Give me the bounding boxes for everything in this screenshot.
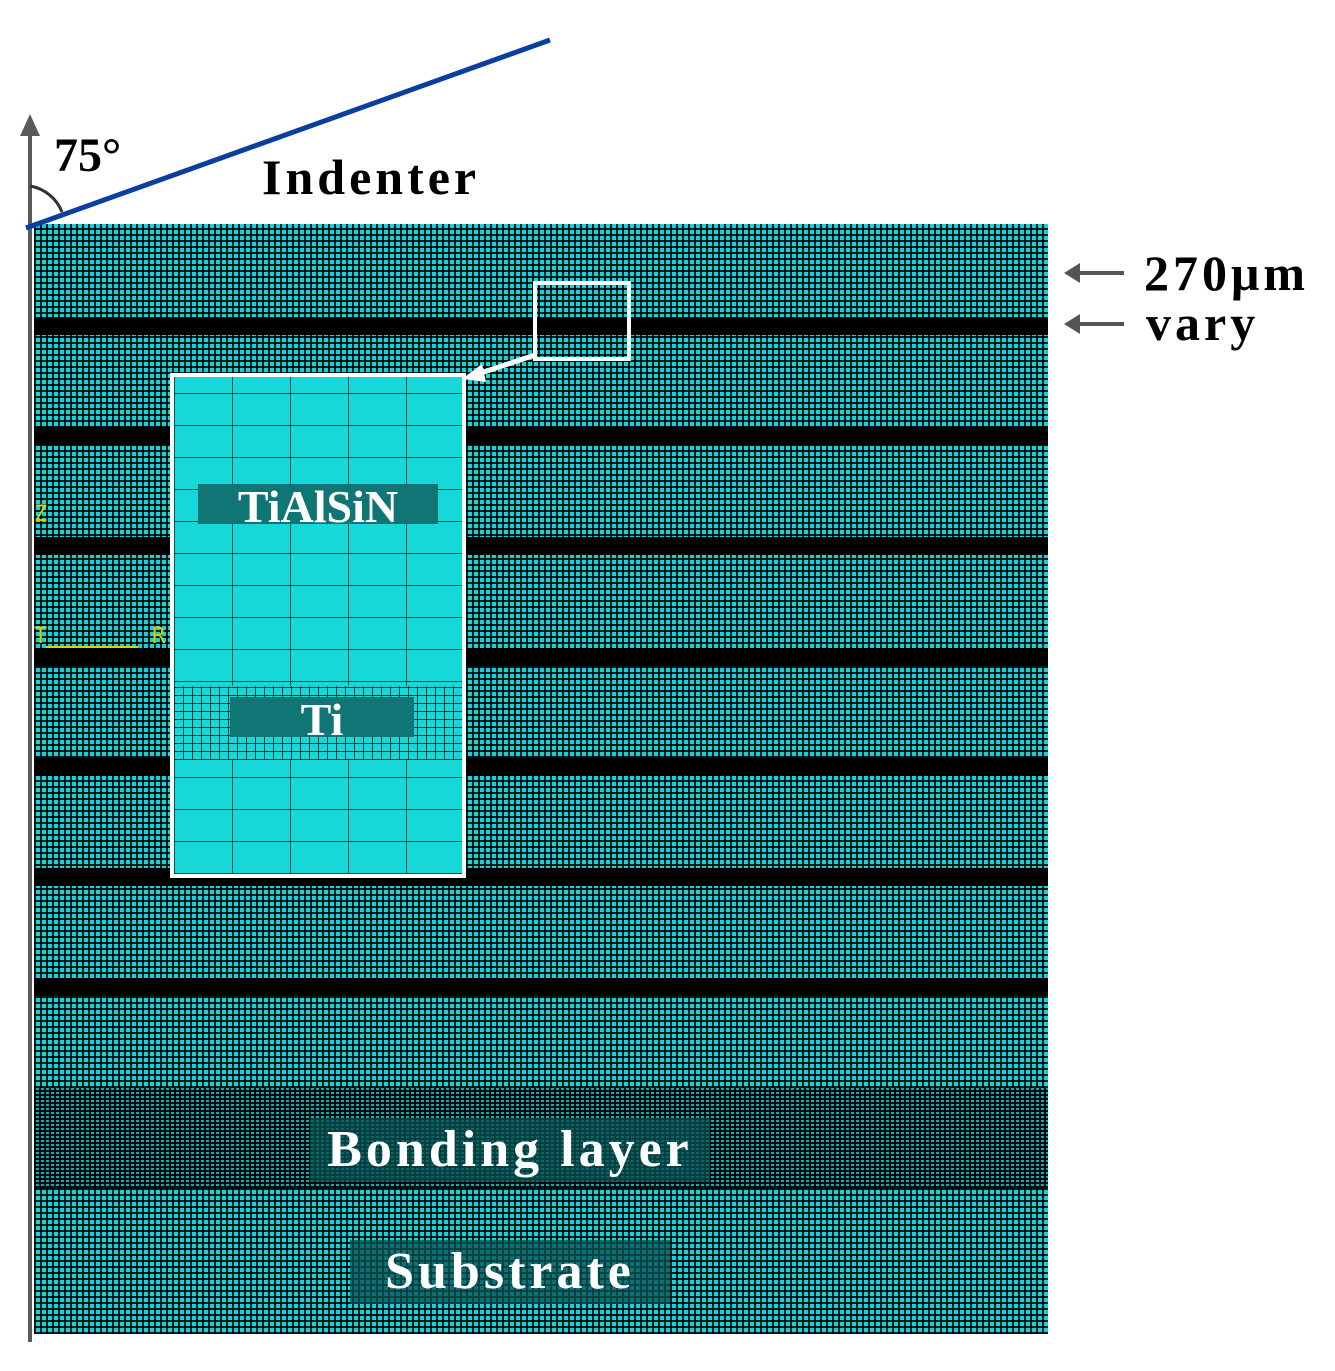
inset-magnified-mesh: TiAlSiN Ti [170,373,466,878]
symmetry-axis [28,130,32,1342]
zoom-arrow-head [462,364,486,382]
bonding-layer-mesh [34,1088,1048,1188]
ti-layer-band-1 [34,317,1048,335]
angle-label: 75° [54,129,122,182]
triad-origin-label: T [34,624,48,649]
arrow-left-icon [1064,263,1124,283]
triad-r-axis [46,646,138,648]
tialsin-layer-label: TiAlSiN [198,484,438,530]
zoom-region-box [533,281,631,361]
axis-arrowhead-icon [20,114,40,136]
indenter-geometry [25,37,551,231]
ti-layer-label: Ti [230,697,414,743]
zoom-arrow [477,352,536,377]
triad-z-label: Z [34,502,48,527]
ti-layer-band-7 [34,978,1048,996]
angle-arc [29,184,64,213]
top-layer-thickness-label: 270μm [1144,245,1309,301]
layer-thickness-label: vary [1146,295,1260,351]
bonding-layer-label: Bonding layer [310,1118,710,1182]
triad-r-label: R [152,624,166,649]
arrow-left-icon [1064,314,1124,334]
indenter-line [25,37,551,231]
zoom-pointer [462,352,536,382]
indenter-label: Indenter [262,149,481,205]
substrate-label: Substrate [350,1240,670,1304]
